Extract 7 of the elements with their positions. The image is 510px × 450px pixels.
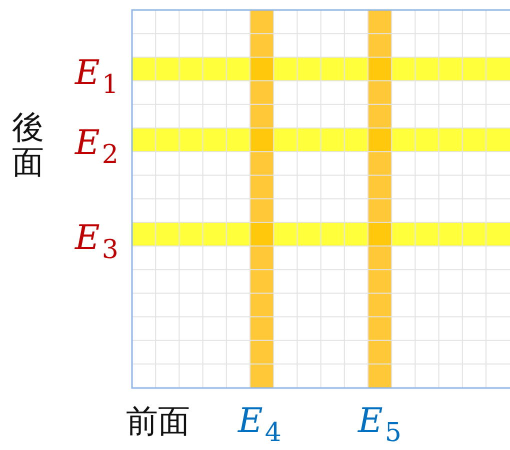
band-label: E$_{3}$ — [75, 221, 118, 264]
band-label: E$_{2}$ — [75, 126, 118, 168]
band-label: E$_{1}$ — [75, 56, 118, 98]
band-label: E$_{5}$ — [358, 404, 402, 446]
axis-title: 後面 — [12, 110, 44, 180]
band-label: E$_{4}$ — [238, 404, 282, 446]
axis-title: 前面 — [126, 404, 190, 440]
